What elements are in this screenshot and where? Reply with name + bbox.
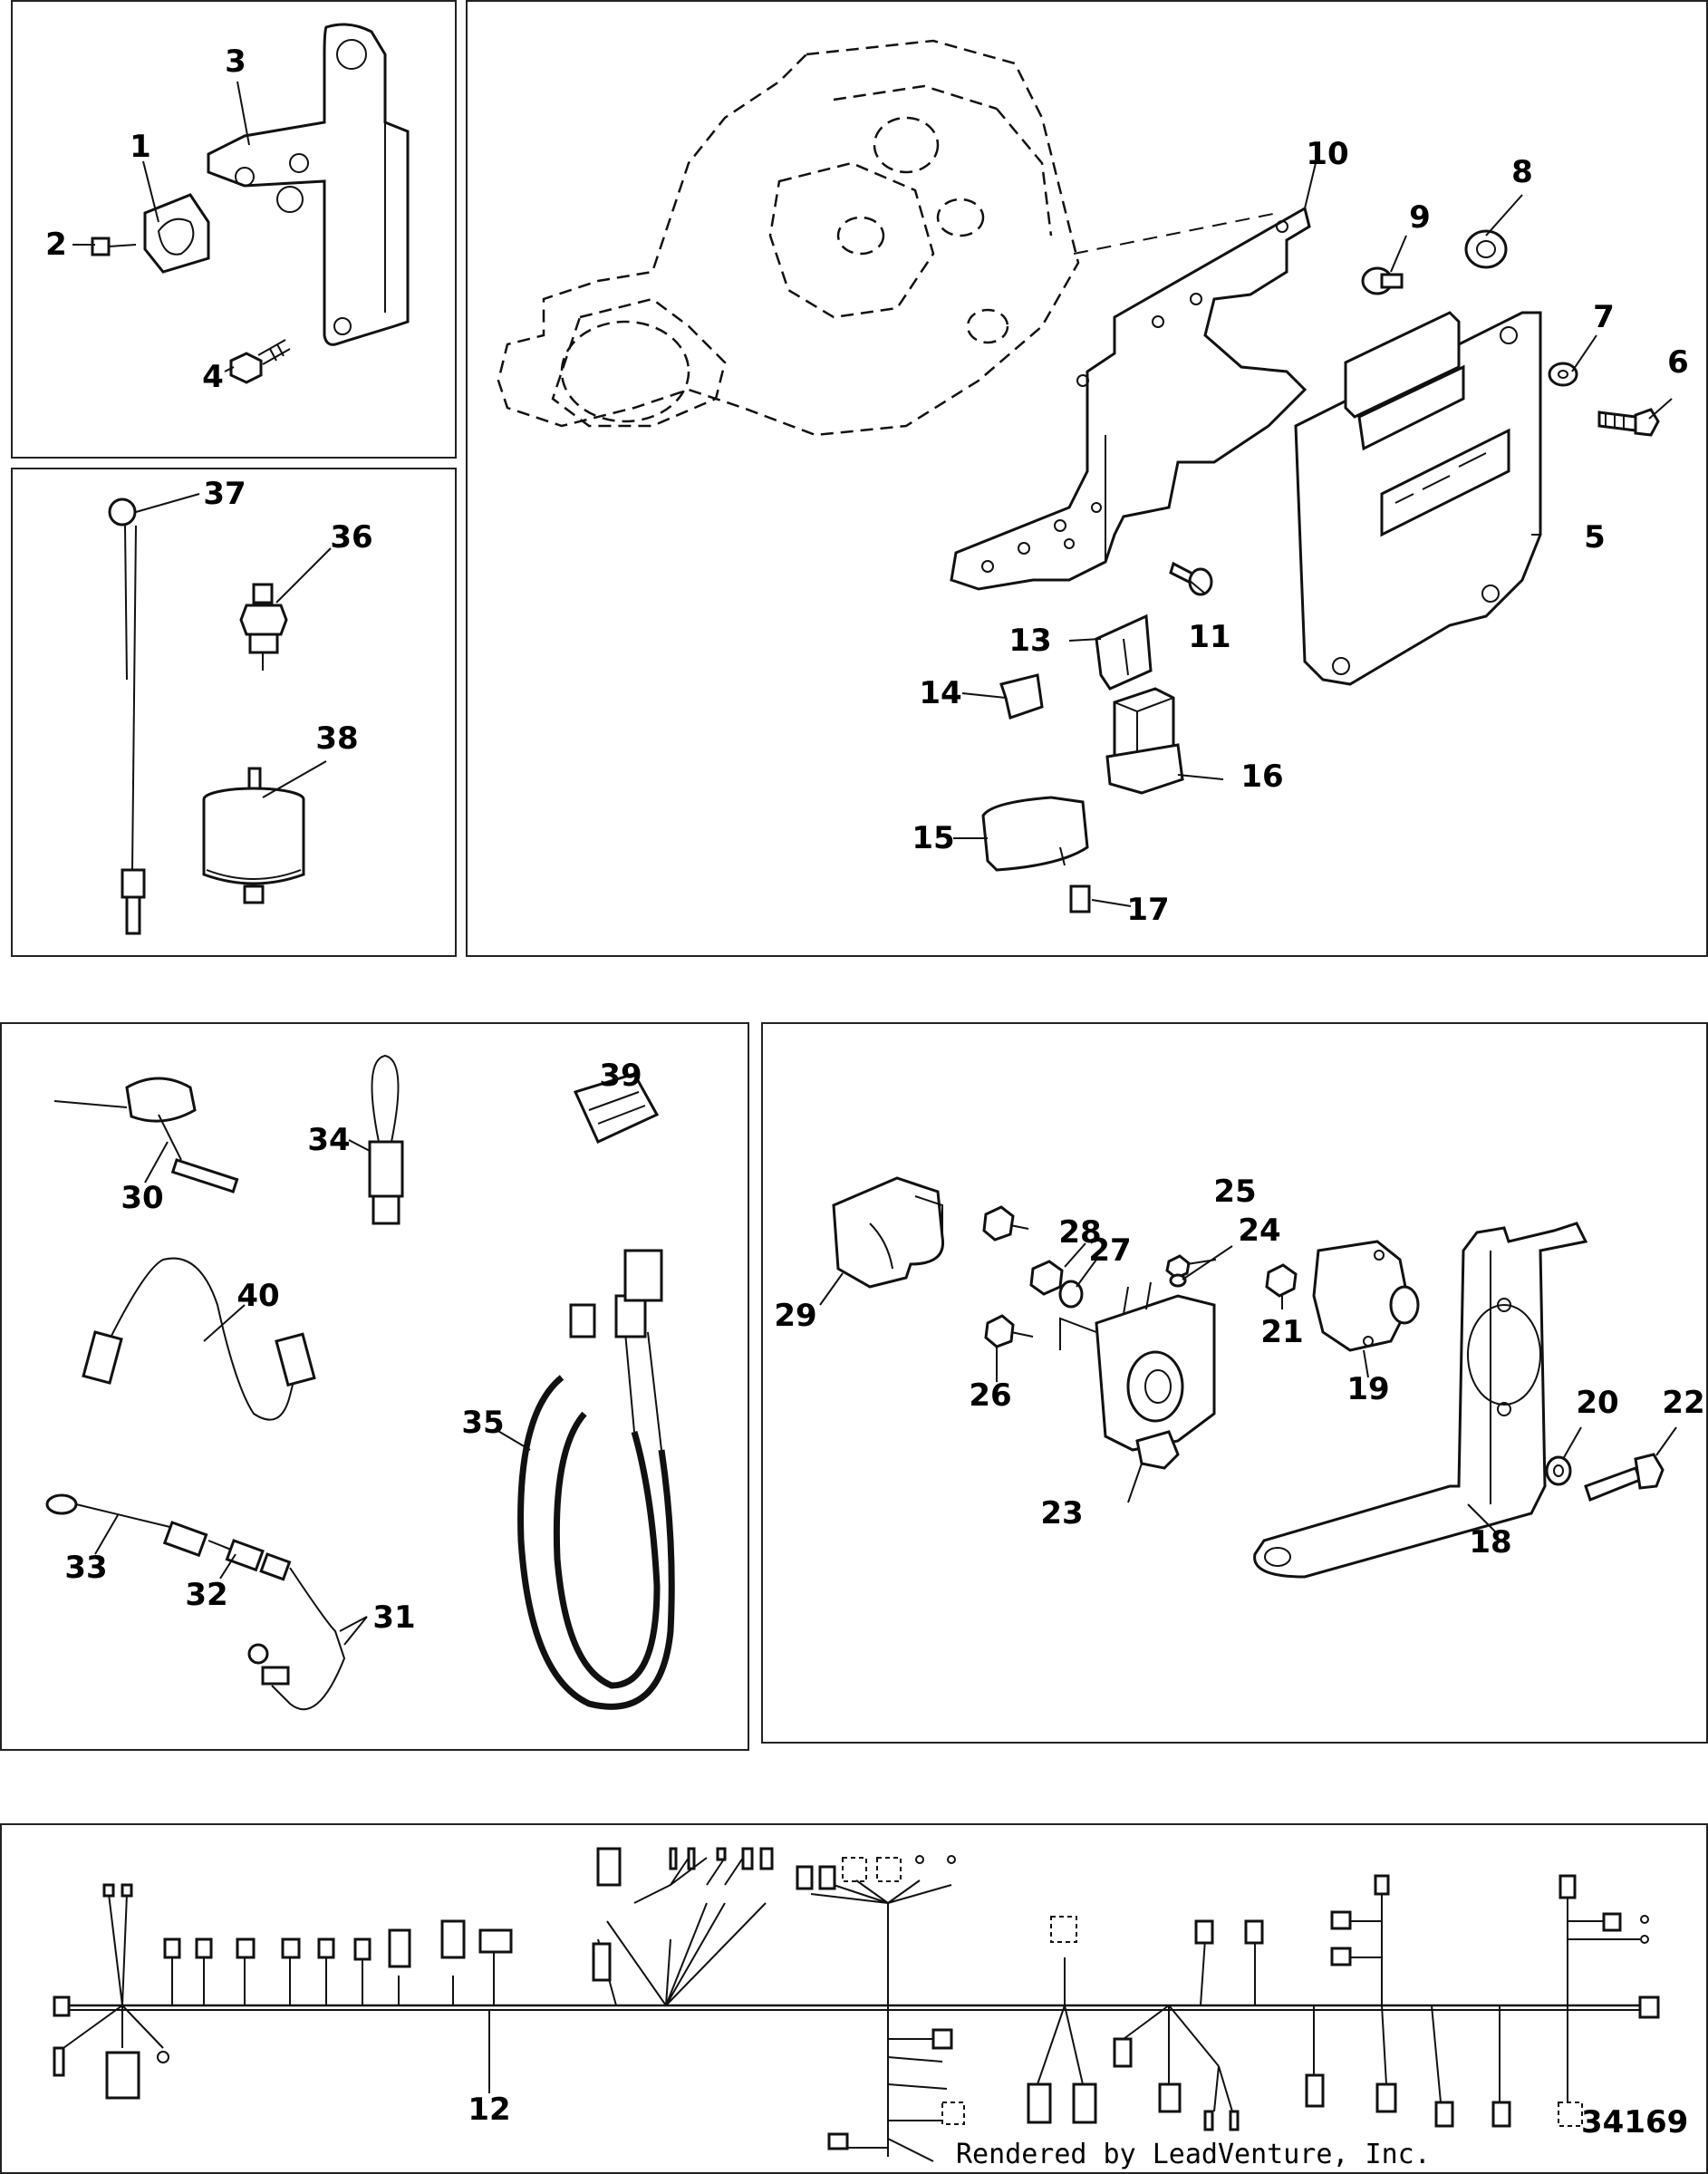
oil-pressure-sender-part [202, 767, 305, 904]
callout-1: 1 [130, 129, 151, 165]
callout-15: 15 [912, 820, 955, 856]
lock-washer-part [1058, 1280, 1084, 1309]
callout-23: 23 [1040, 1495, 1084, 1531]
wrapped-harness-part [517, 1249, 675, 1710]
callout-30: 30 [121, 1180, 164, 1216]
callout-29: 29 [774, 1298, 817, 1334]
callout-14: 14 [919, 675, 962, 711]
screw-small [91, 237, 137, 256]
callout-40: 40 [236, 1278, 280, 1314]
stud-lower-part [984, 1314, 1034, 1348]
ecm-bracket-part [950, 206, 1311, 591]
callout-22: 22 [1662, 1385, 1705, 1421]
connector-part [573, 1072, 660, 1144]
fuse-cover-part [981, 796, 1089, 872]
temp-sensor-lead-part [247, 1552, 346, 1711]
callout-27: 27 [1088, 1232, 1132, 1269]
callout-11: 11 [1188, 619, 1231, 655]
callout-32: 32 [185, 1577, 228, 1613]
transmission-housing-part [497, 39, 1279, 437]
callout-18: 18 [1469, 1524, 1512, 1560]
temperature-sensor-part [53, 1077, 239, 1193]
callout-6: 6 [1667, 344, 1689, 381]
callout-36: 36 [330, 519, 373, 556]
knock-sensor-part [108, 498, 146, 935]
ecm-module-part [1294, 311, 1542, 686]
jumper-loop-part [368, 1054, 404, 1225]
nut-21-part [1265, 1263, 1298, 1298]
callout-19: 19 [1346, 1371, 1390, 1407]
jumper-harness-part [82, 1257, 316, 1421]
washer-20-part [1545, 1455, 1572, 1486]
sensor-lead-part [162, 1521, 265, 1572]
callout-2: 2 [45, 227, 67, 263]
callout-34: 34 [307, 1122, 351, 1158]
mounting-bracket-part [1253, 1222, 1588, 1579]
fuse-part [1069, 884, 1091, 913]
relay-clip-part [1095, 614, 1153, 691]
callout-4: 4 [202, 359, 224, 395]
callout-13: 13 [1008, 623, 1052, 659]
spacer-part [1361, 266, 1404, 295]
callout-8: 8 [1511, 154, 1533, 190]
small-nut-part [1165, 1254, 1191, 1280]
bolt-flange [229, 339, 291, 384]
callout-24: 24 [1238, 1213, 1281, 1249]
callout-21: 21 [1260, 1314, 1304, 1350]
callout-20: 20 [1576, 1385, 1619, 1421]
callout-26: 26 [969, 1377, 1012, 1414]
callout-38: 38 [315, 720, 359, 757]
bracket-part [207, 23, 410, 346]
figure-number: 34169 [1581, 2104, 1689, 2140]
pressure-switch-part [239, 583, 288, 671]
small-washer-part [1169, 1273, 1187, 1288]
grommet-part [1464, 229, 1508, 269]
callout-5: 5 [1584, 519, 1606, 556]
callout-12: 12 [468, 2092, 511, 2128]
sensor-plate-part [143, 193, 210, 274]
callout-39: 39 [599, 1058, 642, 1094]
starter-solenoid-part [1059, 1281, 1216, 1470]
callout-9: 9 [1409, 199, 1431, 236]
relay-solenoid-part [1312, 1240, 1420, 1352]
screw-hex-part [1169, 561, 1213, 596]
callout-35: 35 [461, 1405, 505, 1441]
bolt-22-part [1584, 1453, 1665, 1502]
callout-16: 16 [1240, 758, 1284, 795]
callout-33: 33 [64, 1550, 108, 1586]
solenoid-bracket-part [832, 1176, 945, 1289]
washer-part [1548, 362, 1578, 387]
callout-37: 37 [203, 476, 246, 512]
callout-10: 10 [1306, 136, 1349, 172]
screw-part [1597, 408, 1660, 437]
callout-25: 25 [1213, 1174, 1257, 1210]
stud-part [982, 1205, 1029, 1242]
callout-7: 7 [1593, 299, 1615, 335]
rendered-by-credit: Rendered by LeadVenture, Inc. [956, 2139, 1431, 2170]
ring-terminal-part [45, 1493, 182, 1531]
callout-3: 3 [225, 43, 246, 80]
main-wiring-harness-part [53, 1847, 1660, 2162]
nut-part [1029, 1260, 1064, 1296]
callout-28: 28 [1058, 1214, 1102, 1251]
relay-part [1105, 687, 1184, 795]
callout-31: 31 [372, 1599, 416, 1636]
panel-starter-solenoid [761, 1022, 1708, 1744]
callout-17: 17 [1126, 892, 1170, 928]
fuse-clip-part [999, 673, 1044, 720]
